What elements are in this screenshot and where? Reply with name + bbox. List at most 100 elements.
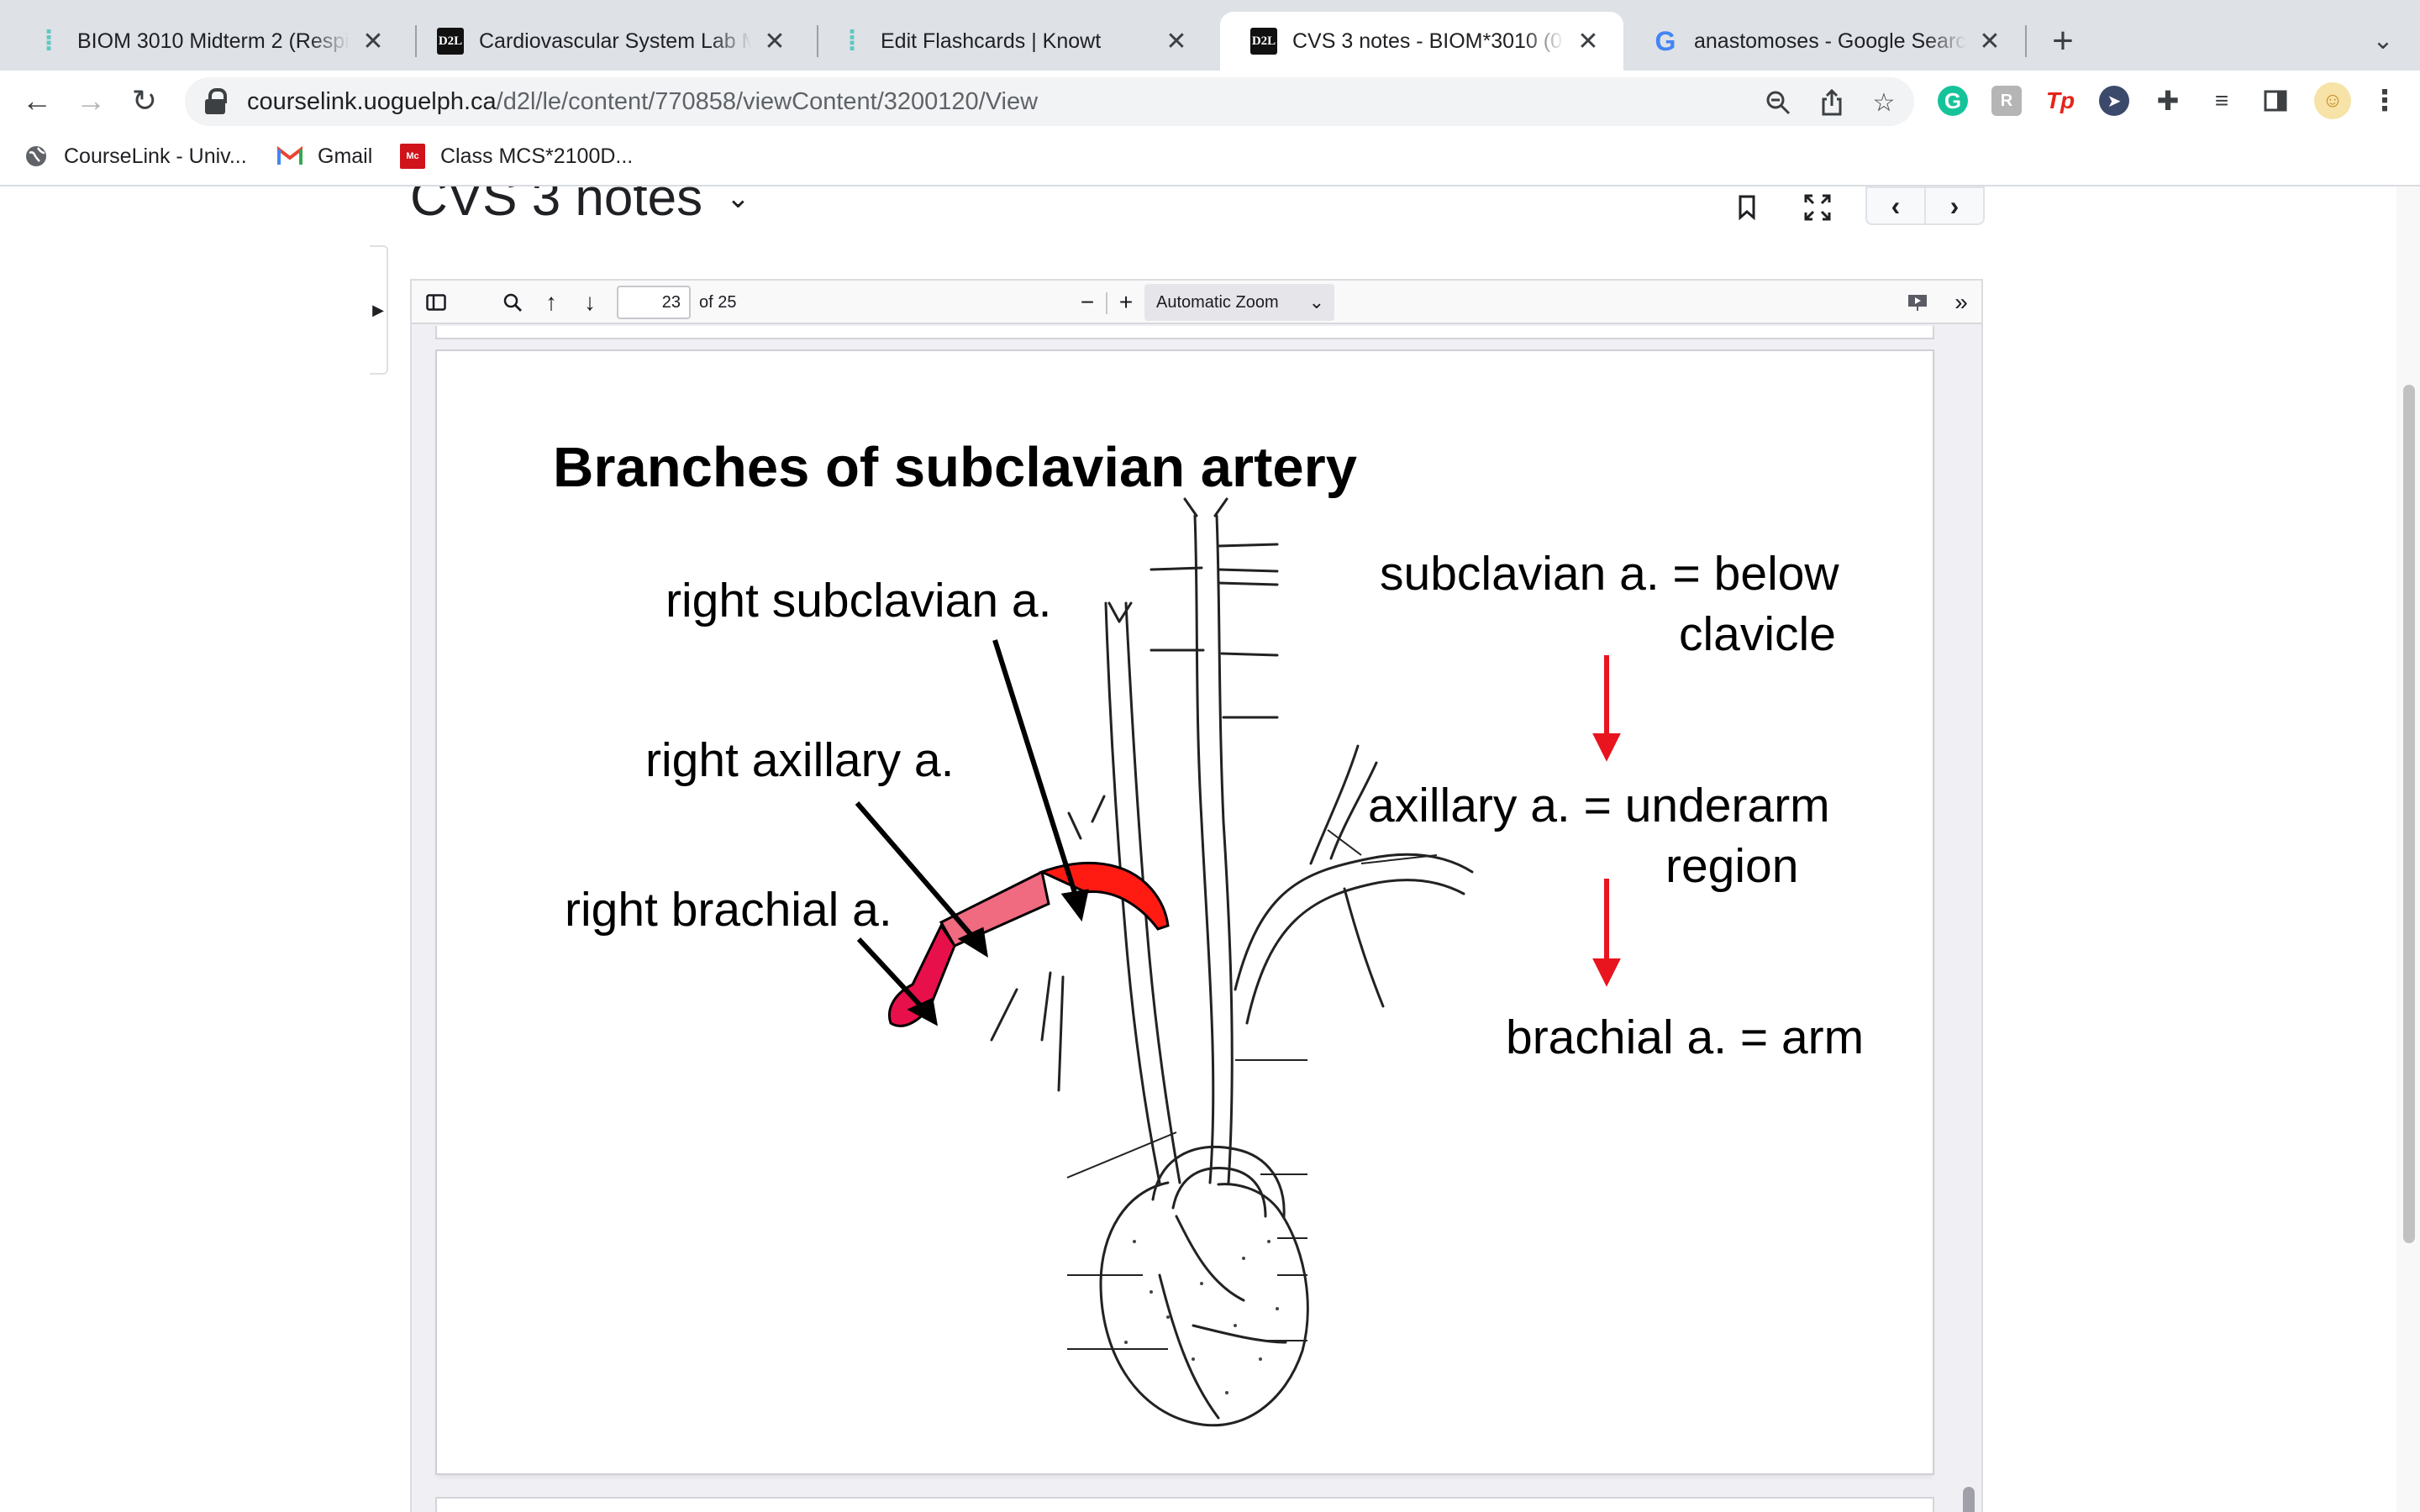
label-right-subclavian: right subclavian a. (666, 574, 1052, 627)
zoom-out-icon[interactable]: − (1080, 289, 1095, 315)
tab-edit-flashcards[interactable]: ⁞ Edit Flashcards | Knowt ✕ (808, 12, 1212, 71)
gmail-icon (277, 144, 302, 169)
close-icon[interactable]: ✕ (1577, 27, 1599, 55)
close-icon[interactable]: ✕ (764, 27, 786, 55)
tab-title: Edit Flashcards | Knowt (881, 29, 1102, 53)
globe-icon (24, 144, 49, 169)
knowt-icon: ⁞ (44, 24, 54, 57)
bookmark-label: Class MCS*2100D... (440, 144, 634, 168)
presentation-mode-icon[interactable] (1901, 286, 1934, 319)
next-topic-icon[interactable]: › (1924, 188, 1983, 223)
page-scrollbar[interactable] (2396, 186, 2420, 1512)
bookmark-courselink[interactable]: CourseLink - Univ... (24, 139, 247, 173)
zoom-select-label: Automatic Zoom (1156, 293, 1279, 312)
forward-icon[interactable]: → (76, 83, 106, 118)
lock-icon[interactable] (203, 88, 227, 115)
tp-extension-icon[interactable]: Tp (2045, 87, 2075, 113)
zoom-icon[interactable] (1760, 84, 1797, 121)
puzzle-icon[interactable]: ✚ (2156, 86, 2180, 116)
document-title-text: CVS 3 notes (410, 186, 703, 227)
share-icon[interactable] (1813, 84, 1850, 121)
tab-separator (817, 25, 818, 57)
cursor-extension-icon[interactable]: ➤ (2099, 86, 2129, 116)
d2l-icon: D2L (1250, 28, 1277, 55)
document-title[interactable]: CVS 3 notes ⌄ (410, 186, 750, 228)
previous-topic-icon[interactable]: ‹ (1891, 190, 1901, 221)
close-icon[interactable]: ✕ (362, 27, 384, 55)
address-bar[interactable]: courselink.uoguelph.ca/d2l/le/content/77… (185, 77, 1914, 126)
tab-separator (2025, 25, 2027, 57)
pdf-toolbar: ↑ ↓ 23 of 25 − + Automatic Zoom ⌄ » (412, 281, 1981, 324)
side-panel-icon[interactable] (2260, 86, 2291, 116)
pdf-page-next (437, 1499, 1933, 1512)
slide-title: Branches of subclavian artery (553, 436, 1358, 499)
chevron-down-icon[interactable]: ⌄ (726, 186, 750, 214)
url-text[interactable]: courselink.uoguelph.ca/d2l/le/content/77… (247, 87, 1039, 115)
tab-title: BIOM 3010 Midterm 2 (Respiratory (77, 29, 350, 53)
page-scrollbar-thumb[interactable] (2403, 385, 2415, 1243)
search-icon[interactable] (496, 286, 529, 319)
page-count-label: of 25 (699, 293, 737, 312)
close-icon[interactable]: ✕ (1165, 27, 1187, 55)
extension-icon[interactable]: R (1991, 86, 2022, 116)
sidebar-toggle-icon[interactable]: ▶ (370, 245, 388, 375)
tab-biom-midterm[interactable]: ⁞ BIOM 3010 Midterm 2 (Respiratory ✕ (5, 12, 408, 71)
mcgraw-hill-icon: Mc (400, 144, 425, 169)
bookmark-star-icon[interactable]: ☆ (1872, 88, 1896, 117)
definition-axillary-line1: axillary a. = underarm (1368, 779, 1830, 832)
tab-title: Cardiovascular System Lab Manual (479, 29, 751, 53)
new-tab-icon[interactable]: + (2052, 20, 2074, 61)
tab-strip: ⁞ BIOM 3010 Midterm 2 (Respiratory ✕ D2L… (0, 0, 2420, 71)
sidebar-toggle-icon[interactable] (418, 286, 454, 319)
bookmark-icon[interactable] (1726, 186, 1768, 228)
subclavian-artery-highlight (1039, 861, 1170, 931)
grammarly-icon[interactable]: G (1938, 86, 1968, 116)
avatar[interactable]: ☺ (2314, 82, 2351, 119)
definition-axillary-line2: region (1665, 839, 1799, 893)
label-right-axillary: right axillary a. (645, 733, 955, 787)
definition-subclavian-line2: clavicle (1679, 607, 1836, 661)
page-content: CVS 3 notes ⌄ ‹ › ▶ ↑ ↓ 23 of 25 − + (0, 186, 2420, 1512)
fullscreen-icon[interactable] (1797, 186, 1839, 228)
pdf-pages-container[interactable]: Branches of subclavian artery right subc… (412, 326, 1981, 1512)
close-icon[interactable]: ✕ (1979, 27, 2001, 55)
tools-menu-icon[interactable]: » (1954, 289, 1968, 315)
bookmark-gmail[interactable]: Gmail (277, 139, 372, 173)
chevron-down-icon[interactable]: ⌄ (2372, 26, 2394, 55)
bookmark-label: CourseLink - Univ... (64, 144, 247, 168)
reload-icon[interactable]: ↻ (131, 83, 158, 118)
zoom-select[interactable]: Automatic Zoom ⌄ (1144, 284, 1334, 321)
chevron-down-icon: ⌄ (1308, 291, 1324, 312)
next-page-icon[interactable]: ↓ (584, 289, 596, 315)
tab-title: CVS 3 notes - BIOM*3010 (01) (1292, 29, 1565, 53)
definition-subclavian-line1: subclavian a. = below (1380, 547, 1839, 601)
tab-cardio-lab-manual[interactable]: D2L Cardiovascular System Lab Manual ✕ (407, 12, 810, 71)
bookmark-class-mcs[interactable]: Mc Class MCS*2100D... (400, 139, 633, 173)
tab-title: anastomoses - Google Search (1694, 29, 1966, 53)
back-icon[interactable]: ← (22, 83, 52, 118)
tab-google-search[interactable]: G anastomoses - Google Search ✕ (1622, 12, 2025, 71)
tab-cvs3-notes[interactable]: D2L CVS 3 notes - BIOM*3010 (01) ✕ (1220, 12, 1623, 71)
pdf-scrollbar-thumb[interactable] (1963, 1487, 1975, 1512)
pdf-page-previous (437, 326, 1933, 338)
media-control-icon[interactable]: ≡ (2214, 87, 2229, 113)
google-icon: G (1655, 25, 1676, 56)
browser-toolbar: ← → ↻ courselink.uoguelph.ca/d2l/le/cont… (0, 71, 2420, 129)
axillary-artery-highlight (939, 869, 1050, 948)
subclavian-artery-diagram (855, 497, 1621, 1427)
label-right-brachial: right brachial a. (565, 883, 892, 937)
definition-brachial: brachial a. = arm (1506, 1011, 1865, 1064)
knowt-icon: ⁞ (847, 24, 857, 57)
bookmarks-bar: CourseLink - Univ... Gmail Mc Class MCS*… (0, 129, 2420, 186)
tab-separator (415, 25, 417, 57)
zoom-in-icon[interactable]: + (1118, 289, 1134, 315)
page-number-input[interactable]: 23 (617, 286, 691, 319)
brachial-artery-highlight (888, 922, 956, 1027)
previous-page-icon[interactable]: ↑ (545, 289, 557, 315)
more-menu-icon[interactable]: ⋮ (2370, 85, 2399, 117)
pdf-viewer: ↑ ↓ 23 of 25 − + Automatic Zoom ⌄ » (410, 279, 1983, 1512)
toolbar-separator (1106, 292, 1107, 314)
bookmark-label: Gmail (318, 144, 373, 168)
topic-navigation: ‹ › (1865, 186, 1985, 225)
pdf-page: Branches of subclavian artery right subc… (437, 351, 1933, 1473)
